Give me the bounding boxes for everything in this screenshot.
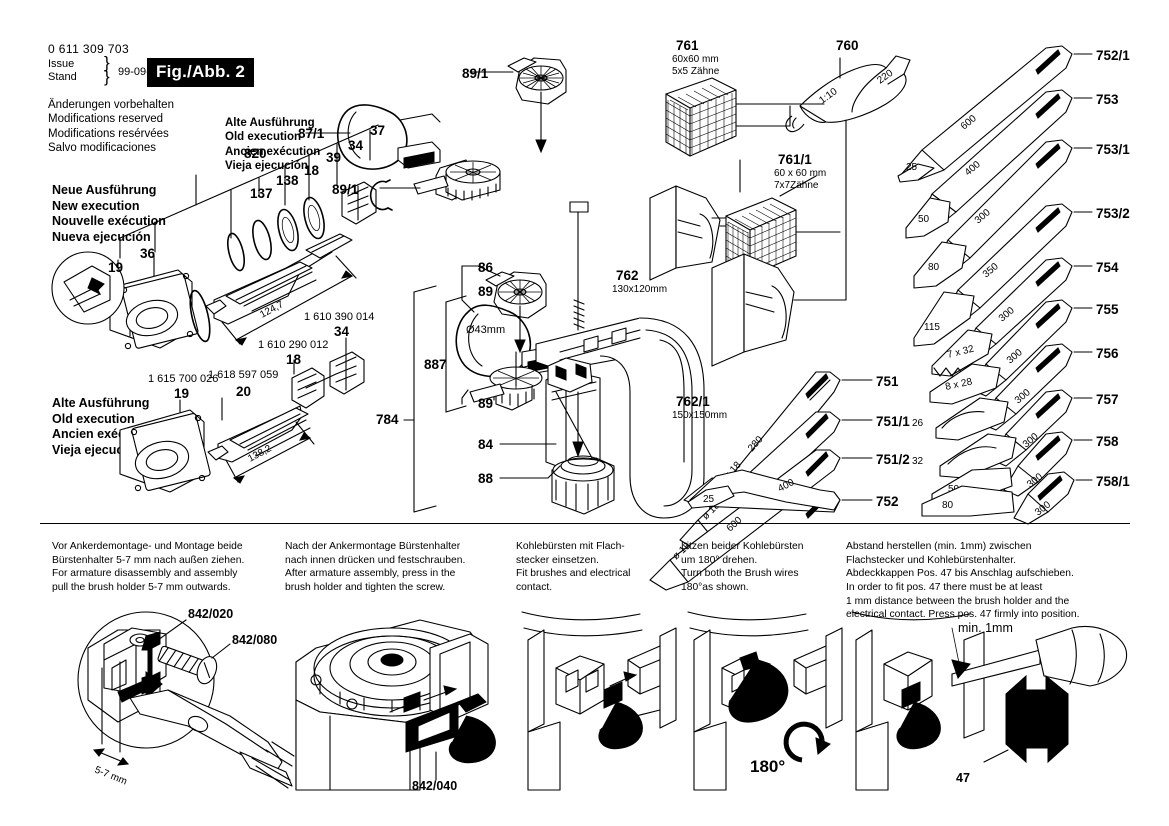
issue-label: Issue (48, 58, 75, 70)
chisel-ref-753-1: 753/1 (1096, 142, 1130, 157)
instruction-text-4: Litzen beider Kohlebürsten um 180° drehe… (681, 541, 804, 594)
chisel-ref-757: 757 (1096, 392, 1119, 407)
part-number-1610290012: 1 610 290 012 (258, 339, 328, 351)
callout-137: 137 (250, 186, 273, 201)
chisel-ref-751-1: 751/1 (876, 414, 910, 429)
callout-138: 138 (276, 173, 299, 188)
callout-88: 88 (478, 471, 494, 486)
callout-89-upper: 89 (478, 284, 493, 299)
chisel-753-tip: 50 (918, 214, 930, 225)
tamper-762-ref: 762 (616, 268, 639, 283)
callout-18: 18 (304, 163, 320, 178)
drill-stand-assembly (413, 201, 705, 519)
callout-89-1-bottom: 89/1 (332, 182, 359, 197)
label-47: 47 (956, 771, 970, 785)
chisel-756-tip: 26 (912, 418, 924, 429)
brace-glyphs: }} (104, 53, 110, 86)
tamper-plates-group: 1:10 220 (649, 55, 911, 367)
tamper-762-1-desc: 150x150mm (672, 410, 728, 421)
modifications-notice: Änderungen vorbehalten Modifications res… (48, 99, 174, 155)
callout-89-lower: 89 (478, 396, 493, 411)
old-execution-label-clamp: Alte Ausführung Old execution Ancien exé… (225, 117, 321, 173)
chisel-758-1-tip: 80 (942, 500, 954, 511)
old-armature-assembly (119, 337, 365, 493)
callout-19-old: 19 (174, 386, 189, 401)
chisel-ref-751-2: 751/2 (876, 452, 910, 467)
chisel-ref-758: 758 (1096, 434, 1119, 449)
illustration-turn-180 (687, 611, 843, 791)
chisel-ref-752-1: 752/1 (1096, 48, 1130, 63)
illustration-cap-47 (851, 611, 1128, 791)
instruction-text-1: Vor Ankerdemontage- und Montage beide Bü… (52, 541, 245, 594)
label-180-degrees: 180° (750, 757, 785, 776)
label-842-040: 842/040 (412, 779, 457, 793)
label-842-080: 842/080 (232, 633, 277, 647)
chisel-ref-752: 752 (876, 494, 899, 509)
label-842-020: 842/020 (188, 607, 233, 621)
tamper-762-desc: 130x120mm (612, 284, 668, 295)
illustration-brush-insert (521, 611, 677, 791)
tamper-761-1-desc: 60 x 60 mm 7x7Zähne (774, 168, 827, 191)
chisel-ref-753-2: 753/2 (1096, 206, 1130, 221)
callout-820: 820 (244, 146, 267, 161)
chisel-ref-751: 751 (876, 374, 899, 389)
old-execution-label: Alte Ausführung Old execution Ancien exé… (52, 396, 156, 457)
callout-86: 86 (478, 260, 494, 275)
document-number: 0 611 309 703 (48, 42, 130, 56)
chisel-753-2-tip: 115 (924, 322, 940, 333)
part-number-1618597059: 1 618 597 059 (208, 369, 278, 381)
callout-87-1: 87/1 (298, 126, 325, 141)
callout-89-1-top: 89/1 (462, 66, 489, 81)
label-5-7mm: 5-7 mm (93, 765, 129, 788)
chisel-753-1-tip: 80 (928, 262, 940, 273)
callout-887: 887 (424, 357, 447, 372)
part-number-1610390014: 1 610 390 014 (304, 311, 374, 323)
section-divider (40, 523, 1130, 524)
tamper-761-1-ref: 761/1 (778, 152, 812, 167)
tamper-760-ref: 760 (836, 38, 859, 53)
tamper-761-ref: 761 (676, 38, 699, 53)
new-armature-assembly (51, 179, 393, 350)
callout-39: 39 (326, 150, 341, 165)
chisel-752-tip: 25 (703, 494, 715, 505)
tamper-761-desc: 60x60 mm 5x5 Zähne (672, 54, 720, 77)
chisel-757-tip: 32 (912, 456, 924, 467)
new-execution-leaders (117, 124, 379, 279)
chisel-ref-756: 756 (1096, 346, 1119, 361)
chisel-ref-753: 753 (1096, 92, 1119, 107)
callout-37: 37 (370, 123, 385, 138)
clamp-assembly-old (305, 57, 567, 201)
stand-label: Stand (48, 70, 77, 83)
callout-20: 20 (236, 384, 251, 399)
instruction-text-5: Abstand herstellen (min. 1mm) zwischen F… (846, 541, 1080, 621)
chisel-ref-758-1: 758/1 (1096, 474, 1130, 489)
new-execution-label: Neue Ausführung New execution Nouvelle e… (52, 183, 166, 244)
chisel-ref-754: 754 (1096, 260, 1119, 275)
tamper-762-1-ref: 762/1 (676, 394, 710, 409)
instruction-text-2: Nach der Ankermontage Bürstenhalter nach… (285, 541, 466, 594)
callout-36: 36 (140, 246, 156, 261)
callout-784: 784 (376, 412, 399, 427)
diameter-43mm: Ø43mm (466, 324, 505, 336)
figure-label: Fig./Abb. 2 (147, 58, 255, 87)
chisel-752-1-tip: 25 (906, 162, 918, 173)
illustration-armature-assembly (295, 619, 496, 791)
part-number-1615700026: 1 615 700 026 (148, 373, 218, 385)
instruction-text-3: Kohlebürsten mit Flach- stecker einsetze… (516, 541, 631, 594)
callout-19-new: 19 (108, 260, 123, 275)
chisel-ref-755: 755 (1096, 302, 1119, 317)
callout-18-old: 18 (286, 352, 302, 367)
chisels-right-group: 600 25 752/1 400 50 753 300 80 753/1 (897, 45, 1130, 525)
illustration-brush-holder-pull (77, 611, 295, 789)
callout-84: 84 (478, 437, 494, 452)
callout-34-old: 34 (334, 324, 350, 339)
label-min-1mm: min. 1mm (958, 621, 1013, 635)
